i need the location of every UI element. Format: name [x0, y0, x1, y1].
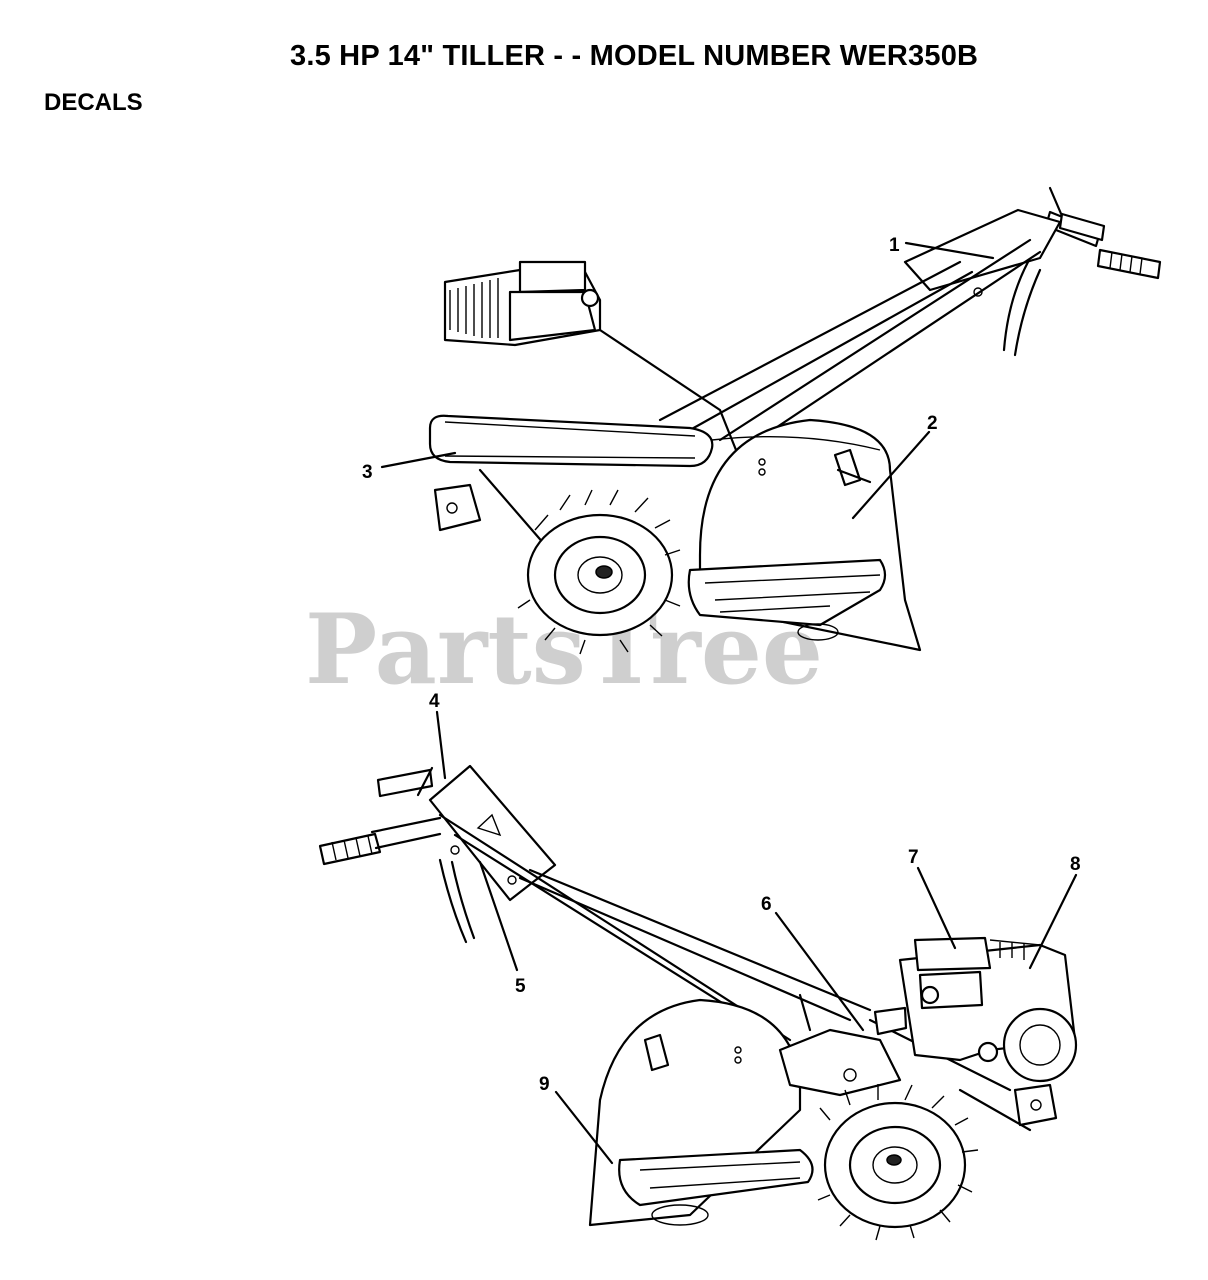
leader-2: [851, 430, 931, 520]
leader-9: [554, 1090, 614, 1165]
tiller-bottom-view: [318, 764, 1078, 1241]
leader-3: [380, 451, 457, 469]
leader-1: [904, 241, 995, 260]
leader-8: [1028, 873, 1078, 970]
leader-6: [774, 911, 865, 1032]
leader-4: [435, 710, 447, 780]
callout-5: 5: [515, 976, 526, 997]
callout-3: 3: [362, 462, 373, 483]
leader-7: [916, 866, 957, 950]
leader-5: [478, 860, 519, 972]
callout-9: 9: [539, 1074, 550, 1095]
callout-8: 8: [1070, 854, 1081, 875]
callout-6: 6: [761, 894, 772, 915]
page-title: 3.5 HP 14" TILLER - - MODEL NUMBER WER35…: [290, 40, 979, 72]
callout-4: 4: [429, 691, 440, 712]
callout-1: 1: [889, 235, 900, 256]
section-heading: DECALS: [44, 89, 143, 116]
tiller-top-view: [428, 186, 1162, 655]
callout-2: 2: [927, 413, 938, 434]
callout-7: 7: [908, 847, 919, 868]
